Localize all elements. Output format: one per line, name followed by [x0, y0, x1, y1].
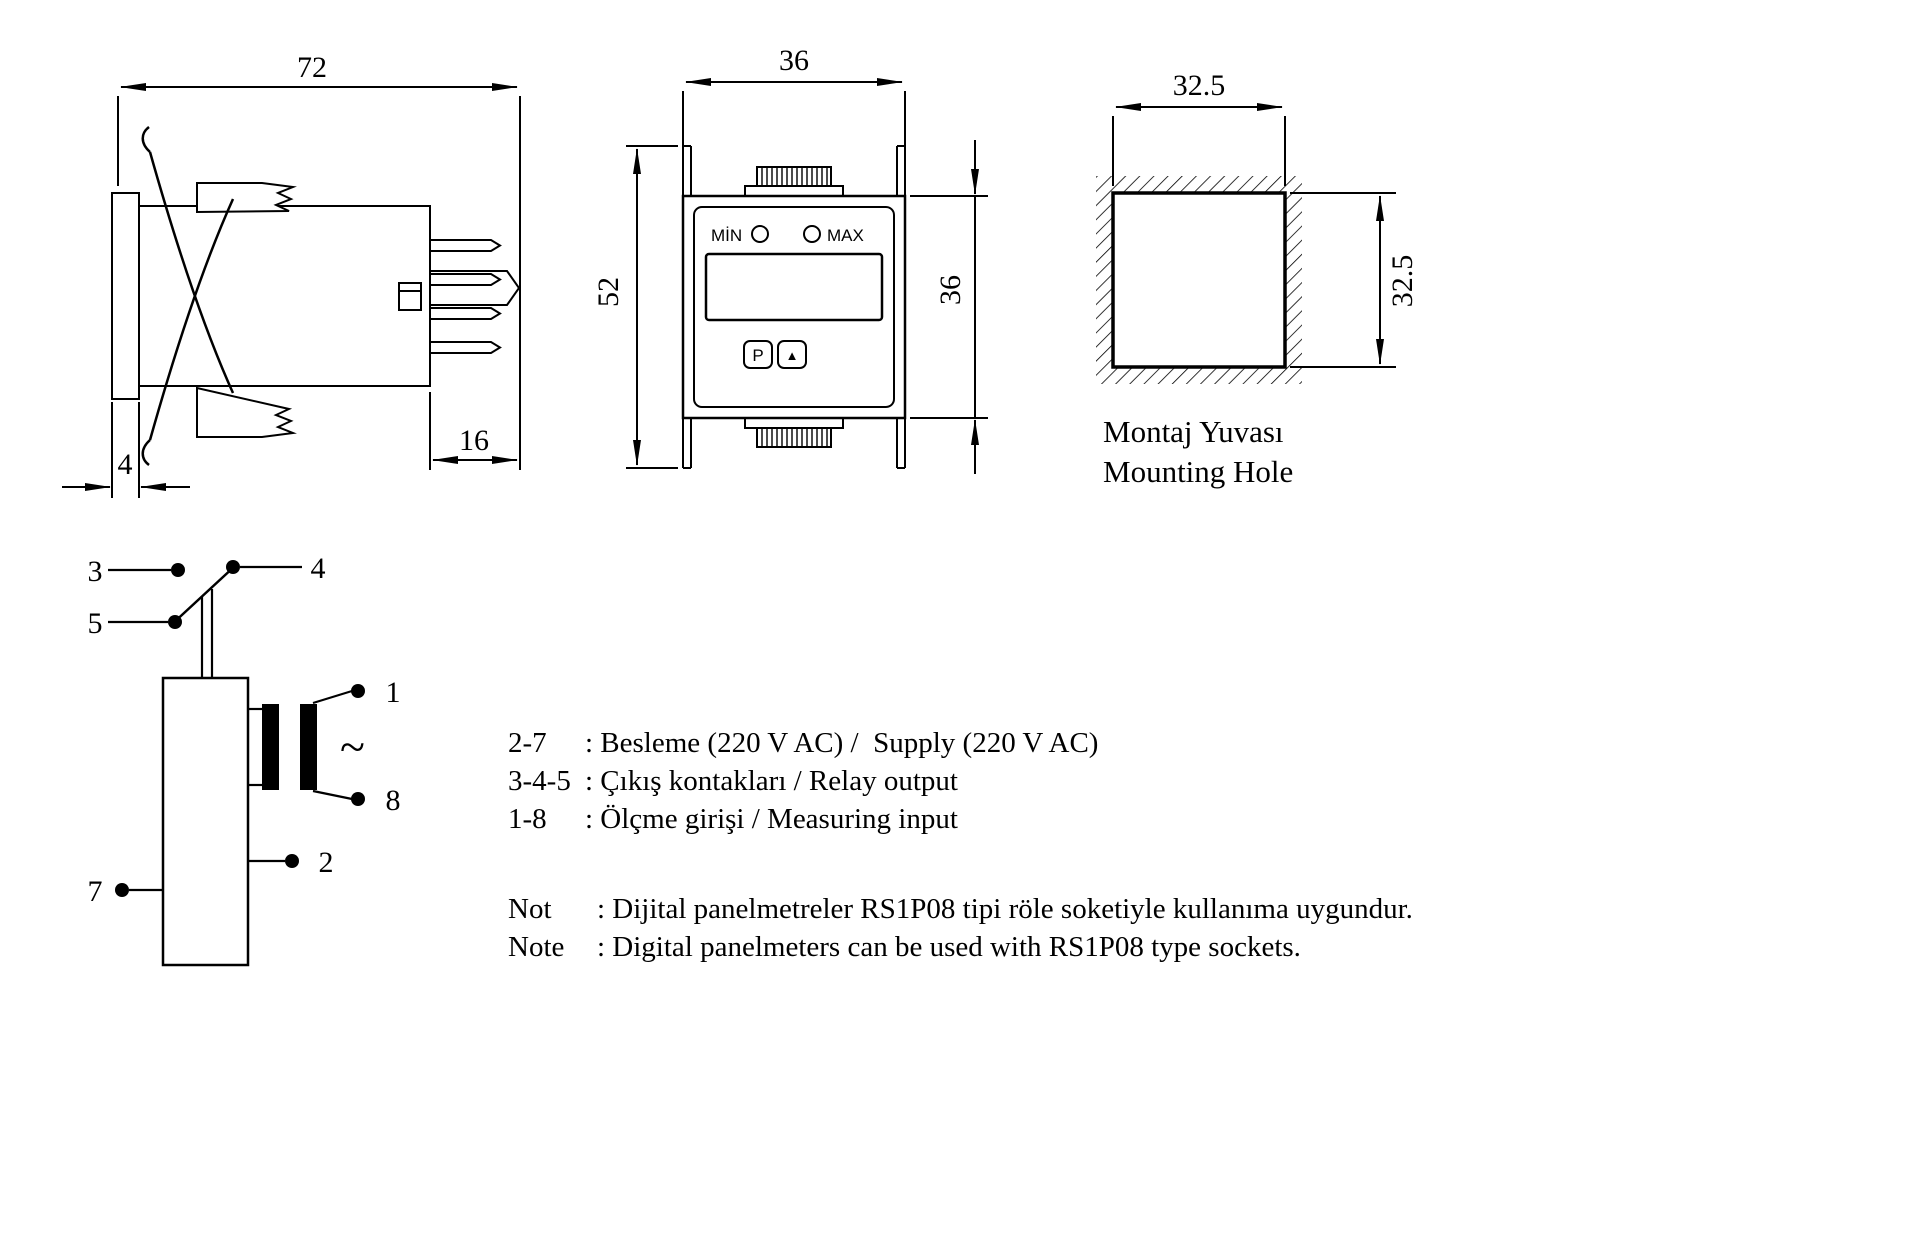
- legend-key: 3-4-5: [508, 765, 571, 797]
- legend-key: 1-8: [508, 803, 547, 835]
- face-inner-frame: [693, 206, 895, 408]
- pin-label-8: 8: [386, 784, 401, 817]
- dim-label-72: 72: [297, 51, 327, 84]
- p-button-label: P: [752, 346, 763, 365]
- front-view-drawing: [626, 78, 988, 474]
- mounting-spring-hook-bottom: [141, 439, 151, 466]
- legend-desc: : Çıkış kontakları / Relay output: [585, 765, 958, 797]
- terminal-4: [226, 560, 240, 574]
- dim-label-52: 52: [592, 277, 625, 307]
- max-label: MAX: [827, 226, 864, 245]
- pin-label-3: 3: [88, 555, 103, 588]
- note-desc: : Dijital panelmetreler RS1P08 tipi röle…: [597, 893, 1413, 925]
- wall-hatch: [1096, 176, 1302, 384]
- ratchet-clip-bottom: [196, 386, 297, 438]
- terminal-5: [168, 615, 182, 629]
- terminal-7: [115, 883, 129, 897]
- mounting-spring-arm: [148, 151, 235, 394]
- side-view-drawing: [62, 83, 521, 498]
- terminal-1: [351, 684, 365, 698]
- pin-label-1: 1: [386, 676, 401, 709]
- up-button: [777, 340, 807, 369]
- legend-desc: : Ölçme girişi / Measuring input: [585, 803, 958, 835]
- panel-bezel: [111, 192, 140, 400]
- top-connector-base: [744, 185, 844, 197]
- dim-label-32-5-right: 32.5: [1386, 255, 1419, 308]
- relay-body: [161, 676, 250, 967]
- terminal-2: [285, 854, 299, 868]
- mounting-spring-hook-top: [141, 126, 151, 153]
- lcd-display: [704, 252, 884, 322]
- latch-detail: [398, 282, 422, 311]
- legend-key: 2-7: [508, 727, 547, 759]
- min-led: [751, 225, 769, 243]
- coil-primary: [262, 704, 279, 790]
- hole-outline: [1111, 191, 1287, 369]
- notes-block: Not : Dijital panelmetreler RS1P08 tipi …: [508, 893, 1413, 963]
- pin-label-5: 5: [88, 607, 103, 640]
- relay-switch-blade: [169, 564, 237, 627]
- note-key: Note: [508, 931, 564, 963]
- pin: [429, 273, 502, 286]
- min-label: MİN: [711, 226, 742, 245]
- dim-label-4: 4: [118, 448, 133, 481]
- terminal-3: [171, 563, 185, 577]
- p-button: [743, 340, 773, 369]
- top-connector: [756, 166, 832, 187]
- terminal-8: [351, 792, 365, 806]
- ac-symbol: ~: [340, 721, 365, 772]
- coil-secondary: [300, 704, 317, 790]
- pin: [429, 239, 502, 252]
- ratchet-clip-top: [196, 182, 297, 214]
- pin-label-7: 7: [88, 875, 103, 908]
- pin: [429, 341, 502, 354]
- wire-pin1: [312, 689, 353, 705]
- max-led: [803, 225, 821, 243]
- meter-body-side: [138, 205, 431, 387]
- note-key: Not: [508, 893, 552, 925]
- up-arrow-icon: ▲: [786, 348, 799, 363]
- pin-label-2: 2: [319, 846, 334, 879]
- dim-label-36-right: 36: [934, 275, 967, 305]
- wiring-schematic: [108, 560, 365, 967]
- dim-label-36-top: 36: [779, 44, 809, 77]
- meter-face: [681, 194, 907, 420]
- legend-desc: : Besleme (220 V AC) / Supply (220 V AC): [585, 727, 1098, 759]
- pin-label-4: 4: [311, 552, 326, 585]
- mounting-hole-drawing: [1096, 103, 1396, 384]
- pin: [429, 307, 502, 320]
- wire-pin8: [312, 789, 353, 801]
- legend-block: 2-7 : Besleme (220 V AC) / Supply (220 V…: [508, 727, 1098, 835]
- mounting-spring-arm: [148, 198, 235, 441]
- dim-label-16: 16: [459, 424, 489, 457]
- bottom-connector: [756, 427, 832, 448]
- bottom-connector-base: [744, 417, 844, 429]
- mounting-hole-caption-tr: Montaj Yuvası: [1103, 414, 1284, 449]
- mounting-hole-caption-en: Mounting Hole: [1103, 454, 1293, 489]
- dim-label-32-5-top: 32.5: [1173, 69, 1226, 102]
- note-desc: : Digital panelmeters can be used with R…: [597, 931, 1301, 963]
